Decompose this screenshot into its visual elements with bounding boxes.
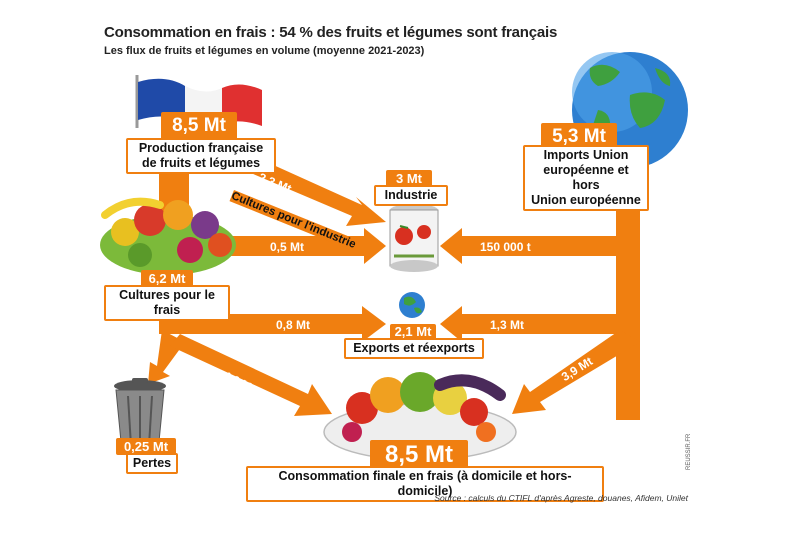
- fresh-crops-label-box: Cultures pour le frais: [104, 285, 230, 321]
- chart-subtitle: Les flux de fruits et légumes en volume …: [104, 45, 425, 57]
- imports-label-line3: Union européenne: [531, 193, 641, 207]
- fresh-crops-value-badge: 6,2 Mt: [141, 270, 193, 287]
- exports-value-badge: 2,1 Mt: [390, 324, 436, 340]
- small-globe-icon: [399, 292, 425, 318]
- production-label-line2: de fruits et légumes: [141, 156, 261, 170]
- production-label-line1: Production française: [138, 141, 264, 155]
- imports-label-line1: Imports Union: [543, 148, 629, 162]
- chart-title: Consommation en frais : 54 % des fruits …: [104, 24, 558, 41]
- trash-can-icon: [114, 378, 166, 453]
- source-note: Source : calculs du CTIFL d'après Agrest…: [434, 493, 688, 503]
- flow-label-imports-to-industry: 150 000 t: [480, 240, 531, 254]
- final-value-badge: 8,5 Mt: [370, 440, 468, 470]
- earth-globe-icon: [572, 52, 688, 168]
- final-label-box: Consommation finale en frais (à domicile…: [246, 466, 604, 502]
- fresh-produce-icon: [100, 197, 236, 275]
- industry-value-badge: 3 Mt: [386, 170, 432, 187]
- flow-label-fresh-to-exports: 0,8 Mt: [276, 318, 311, 332]
- credit-watermark: REUSSIR.FR: [686, 433, 692, 470]
- tomato-can-icon: [389, 204, 439, 272]
- production-label-box: Production française de fruits et légume…: [126, 138, 276, 174]
- exports-label-box: Exports et réexports: [344, 338, 484, 359]
- losses-value-badge: 0,25 Mt: [116, 438, 176, 455]
- flow-label-imports-to-exports: 1,3 Mt: [490, 318, 525, 332]
- imports-label-line2: européenne et hors: [543, 163, 629, 192]
- industry-label-box: Industrie: [374, 185, 448, 206]
- flow-label-fresh-to-industry: 0,5 Mt: [270, 240, 305, 254]
- losses-label-box: Pertes: [126, 453, 178, 474]
- imports-label-box: Imports Union européenne et hors Union e…: [523, 145, 649, 211]
- production-value-badge: 8,5 Mt: [161, 112, 237, 140]
